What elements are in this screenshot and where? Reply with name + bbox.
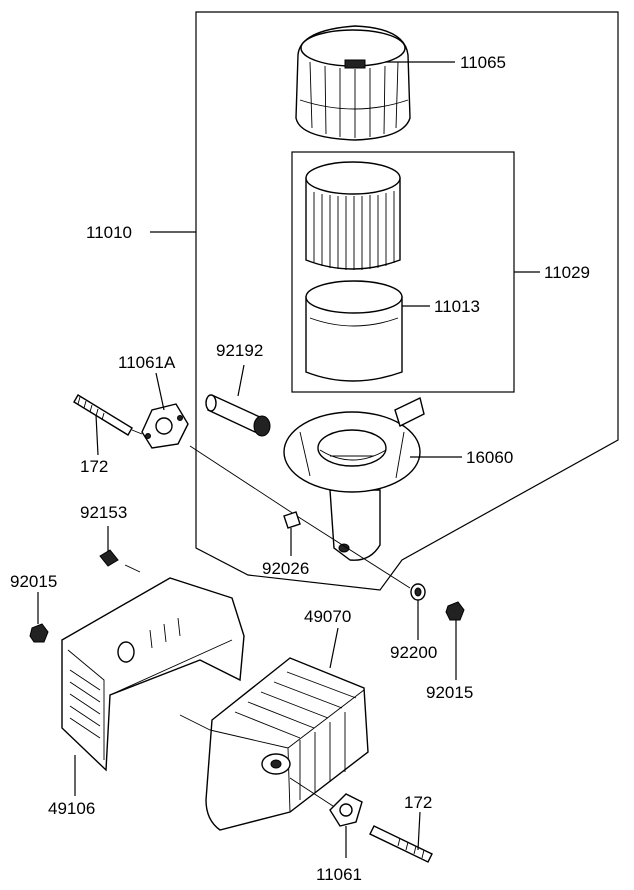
callout-11061: 11061 [316, 865, 362, 884]
callout-92015-left: 92015 [10, 572, 57, 591]
muffler [205, 657, 369, 831]
gasket-11061 [329, 793, 363, 827]
nut-92015-right [445, 601, 465, 621]
pre-cleaner [305, 280, 403, 382]
bolt-92153 [99, 549, 119, 567]
air-cleaner-element [305, 161, 401, 270]
callout-49106: 49106 [48, 799, 95, 818]
callout-92153: 92153 [80, 503, 127, 522]
callout-16060: 16060 [466, 448, 513, 467]
callout-11065: 11065 [460, 53, 506, 72]
collar-92026 [283, 511, 301, 529]
alignment-line-muffler [124, 564, 141, 573]
callout-172-lower: 172 [404, 793, 432, 812]
callout-172-upper: 172 [80, 457, 108, 476]
washer-92200 [410, 583, 426, 601]
callout-92026: 92026 [262, 559, 309, 578]
air-cleaner-base [283, 396, 425, 561]
gasket-11061a [141, 403, 189, 449]
stud-172-lower [369, 825, 433, 863]
air-cleaner-cover [295, 25, 411, 141]
nut-92015-left [29, 623, 49, 643]
callout-leaders [37, 61, 540, 858]
callout-92192: 92192 [216, 341, 263, 360]
alignment-line-guard [179, 714, 211, 731]
callout-11029: 11029 [544, 263, 590, 282]
muffler-guard [61, 577, 245, 772]
alignment-line-stud-to-base [131, 429, 411, 589]
callout-92200: 92200 [390, 643, 437, 662]
callout-92015-right: 92015 [426, 683, 473, 702]
air-cleaner-assembly-outline [195, 11, 619, 591]
callout-11061a: 11061A [118, 353, 176, 372]
callout-11010: 11010 [86, 223, 132, 242]
breather-tube [205, 394, 271, 437]
callout-49070: 49070 [304, 607, 351, 626]
callout-11013: 11013 [434, 297, 480, 316]
stud-172-upper [73, 394, 133, 436]
